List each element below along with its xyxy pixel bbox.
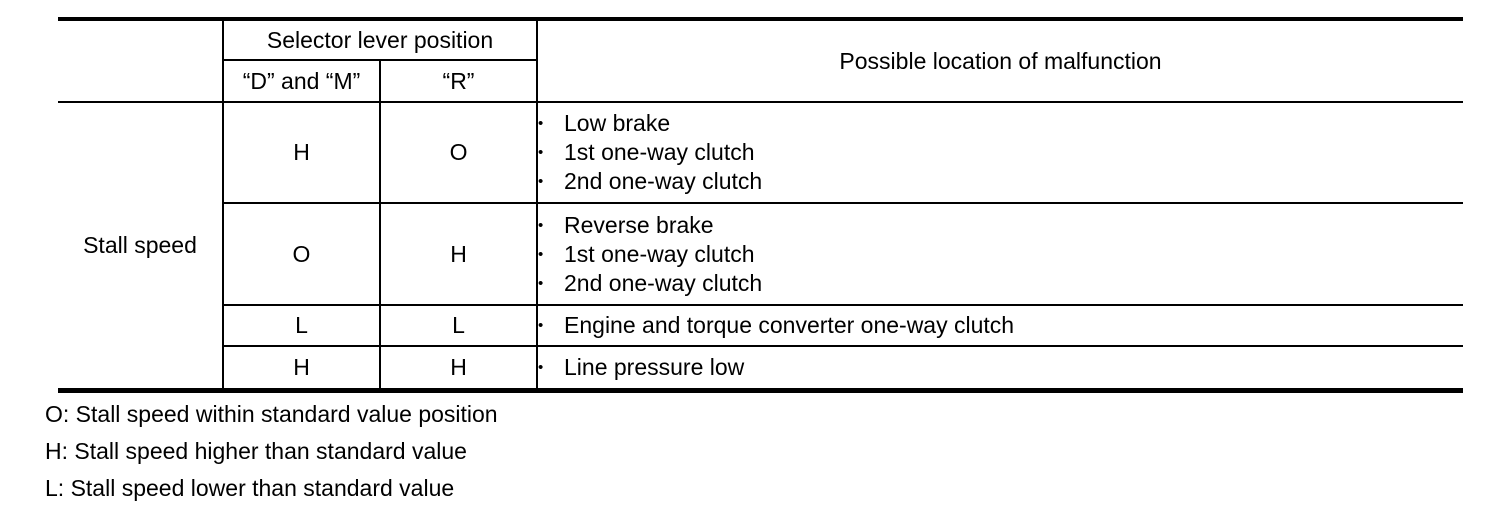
stall-speed-diagnosis-table: Selector lever position Possible locatio…: [58, 17, 1464, 393]
cell-r-value: H: [380, 203, 539, 306]
bullet-icon: •: [538, 274, 544, 292]
corner-cell: [58, 19, 224, 103]
cell-dm-value: L: [223, 305, 381, 347]
col-header-r: “R”: [380, 60, 539, 103]
cause-text: 2nd one-way clutch: [564, 168, 763, 194]
col-header-d-and-m: “D” and “M”: [223, 60, 381, 103]
cell-causes: • Low brake • 1st one-way clutch • 2nd one-…: [537, 102, 1464, 204]
cause-text: 1st one-way clutch: [564, 139, 755, 165]
cause-item: • 2nd one-way clutch: [538, 269, 1463, 298]
cause-item: • Low brake: [538, 109, 1463, 138]
table-row: H H • Line pressure low: [58, 346, 1463, 390]
bullet-icon: •: [538, 317, 544, 334]
cell-dm-value: O: [223, 203, 381, 306]
cause-item: • 1st one-way clutch: [538, 138, 1463, 167]
table-row: Stall speed H O • Low brake • 1st one-way …: [58, 102, 1464, 390]
table-row: O H • Reverse brake • 1st one-way clutch •…: [58, 203, 1464, 306]
cell-r-value: O: [380, 102, 539, 204]
selector-lever-position-header: Selector lever position: [223, 19, 539, 61]
legend-note-h: H: Stall speed higher than standard valu…: [45, 438, 467, 464]
legend-note-l: L: Stall speed lower than standard value: [45, 475, 455, 501]
bullet-icon: •: [538, 115, 544, 132]
bullet-icon: •: [538, 144, 544, 161]
bullet-icon: •: [538, 173, 544, 190]
cell-dm-value: H: [223, 102, 381, 204]
cause-item: • 1st one-way clutch: [538, 240, 1463, 269]
legend-note-o: O: Stall speed within standard value pos…: [45, 401, 498, 427]
bullet-icon: •: [538, 245, 544, 263]
cell-r-value: L: [380, 305, 539, 347]
legend-notes: O: Stall speed within standard value pos…: [45, 402, 498, 506]
cause-item: • Engine and torque converter one-way clu…: [538, 311, 1463, 340]
bullet-icon: •: [538, 216, 544, 234]
cause-text: 2nd one-way clutch: [564, 269, 763, 296]
cause-item: • Line pressure low: [538, 353, 1463, 382]
cause-text: Low brake: [564, 110, 671, 136]
row-label-stall-speed: Stall speed: [58, 102, 224, 390]
cause-text: Line pressure low: [564, 353, 745, 380]
cell-causes: • Line pressure low: [537, 346, 1463, 390]
cell-causes: • Engine and torque converter one-way clu…: [537, 305, 1464, 347]
cause-text: 1st one-way clutch: [564, 240, 755, 267]
cause-text: Reverse brake: [564, 211, 714, 238]
cell-r-value: H: [380, 346, 539, 390]
cell-dm-value: H: [223, 346, 381, 390]
cell-causes: • Reverse brake • 1st one-way clutch • 2nd …: [537, 203, 1464, 306]
header-row-2: “D” and “M” “R”: [58, 60, 1463, 103]
cause-text: Engine and torque converter one-way clut…: [564, 312, 1015, 338]
possible-malfunction-header: Possible location of malfunction: [537, 19, 1464, 103]
bullet-icon: •: [538, 358, 544, 376]
cause-item: • 2nd one-way clutch: [538, 167, 1463, 196]
cause-item: • Reverse brake: [538, 211, 1463, 240]
header-row-1: Selector lever position Possible locatio…: [58, 19, 1464, 103]
table-row: L L • Engine and torque converter one-way…: [58, 305, 1464, 347]
